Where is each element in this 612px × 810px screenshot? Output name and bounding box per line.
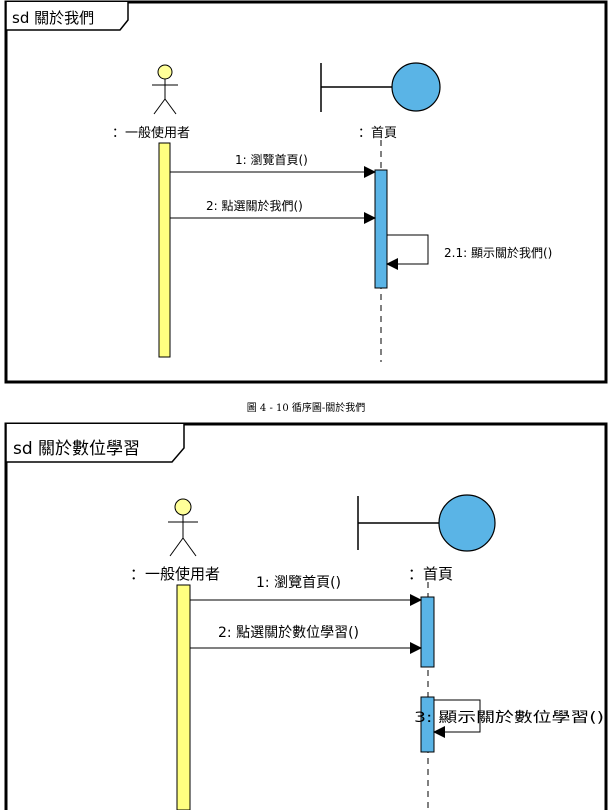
frame-title-tab	[5, 424, 185, 463]
boundary-activation-bar-2	[420, 696, 435, 753]
figure-caption: 圖 4 - 10 循序圖-關於我們	[246, 403, 366, 414]
message-3-self-arrow	[433, 699, 481, 738]
boundary-label: ：首頁	[358, 126, 397, 141]
frame-title: sd 關於我們	[12, 9, 94, 27]
boundary-activation-bar	[374, 169, 388, 289]
message-1-label: 1: 瀏覽首頁()	[256, 575, 341, 591]
diagram-frame	[4, 0, 608, 384]
boundary-icon	[357, 494, 496, 552]
actor-icon	[152, 64, 178, 115]
boundary-icon	[320, 62, 441, 112]
message-2-label: 2: 點選關於我們()	[206, 198, 303, 213]
sequence-diagram-about-elearning: sd 關於數位學習 ：一般使用者 ：首頁 1: 瀏覽首頁() 2: 點選關於數位…	[4, 422, 608, 810]
message-3-label: 2.1: 顯示關於我們()	[444, 245, 552, 260]
message-3-self-arrow	[386, 234, 429, 270]
actor-activation-bar	[158, 142, 171, 358]
frame-title: sd 關於數位學習	[13, 439, 140, 459]
boundary-label: ：首頁	[408, 565, 453, 583]
boundary-activation-bar	[420, 596, 435, 668]
message-1-label: 1: 瀏覽首頁()	[235, 152, 308, 167]
diagram-frame	[4, 422, 608, 810]
actor-label: ：一般使用者	[112, 125, 190, 141]
sequence-diagram-about-us: sd 關於我們 ：一般使用者 ：首頁 1: 瀏覽首頁() 2: 點選關於我們()	[4, 0, 608, 384]
actor-label: ：一般使用者	[130, 565, 220, 583]
actor-icon	[168, 498, 198, 557]
frame-title-tab	[5, 2, 129, 31]
actor-activation-bar	[176, 584, 191, 810]
message-3-label: 3: 顯示關於數位學習()	[414, 710, 604, 726]
message-2-label: 2: 點選關於數位學習()	[218, 625, 359, 641]
